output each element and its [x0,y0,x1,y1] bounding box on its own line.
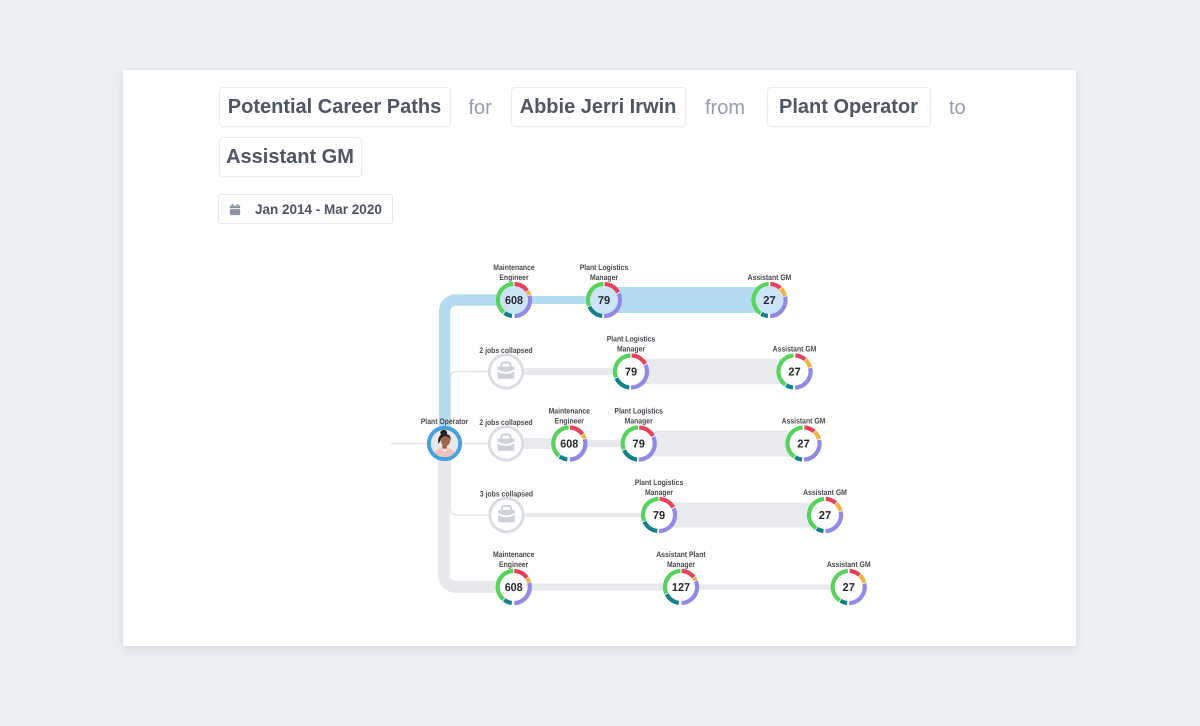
svg-text:Manager: Manager [667,560,695,569]
svg-text:Manager: Manager [590,273,618,282]
svg-text:Maintenance: Maintenance [549,406,591,415]
svg-text:27: 27 [843,582,855,594]
svg-text:Assistant GM: Assistant GM [827,560,871,569]
svg-text:Plant Logistics: Plant Logistics [635,478,684,487]
svg-text:608: 608 [505,582,523,594]
svg-text:27: 27 [819,510,831,522]
svg-text:2 jobs collapsed: 2 jobs collapsed [479,418,532,427]
svg-text:Maintenance: Maintenance [493,550,535,559]
svg-text:Plant Operator: Plant Operator [421,417,469,426]
svg-text:Assistant GM: Assistant GM [748,273,792,282]
svg-text:Assistant GM: Assistant GM [803,488,847,497]
svg-text:79: 79 [653,510,665,522]
svg-text:608: 608 [505,295,523,307]
svg-text:Assistant GM: Assistant GM [782,416,826,425]
svg-text:Manager: Manager [625,416,653,425]
svg-text:Assistant GM: Assistant GM [773,344,817,353]
svg-text:27: 27 [797,439,809,451]
svg-text:Manager: Manager [617,344,645,353]
svg-text:Plant Logistics: Plant Logistics [580,263,629,272]
svg-text:3 jobs collapsed: 3 jobs collapsed [480,489,533,498]
svg-text:2 jobs collapsed: 2 jobs collapsed [479,346,532,355]
svg-text:Engineer: Engineer [499,273,528,282]
svg-text:Manager: Manager [645,488,673,497]
svg-text:Plant Logistics: Plant Logistics [614,406,663,415]
svg-text:79: 79 [625,367,637,379]
svg-text:608: 608 [560,439,578,451]
svg-text:27: 27 [763,295,775,307]
svg-text:Assistant Plant: Assistant Plant [656,550,706,559]
svg-text:Plant Logistics: Plant Logistics [607,334,656,343]
svg-text:Maintenance: Maintenance [493,263,535,272]
svg-text:Engineer: Engineer [555,416,584,425]
svg-text:Engineer: Engineer [499,560,528,569]
svg-text:27: 27 [788,367,800,379]
svg-text:79: 79 [633,439,645,451]
svg-text:79: 79 [598,295,610,307]
svg-text:127: 127 [672,582,690,594]
